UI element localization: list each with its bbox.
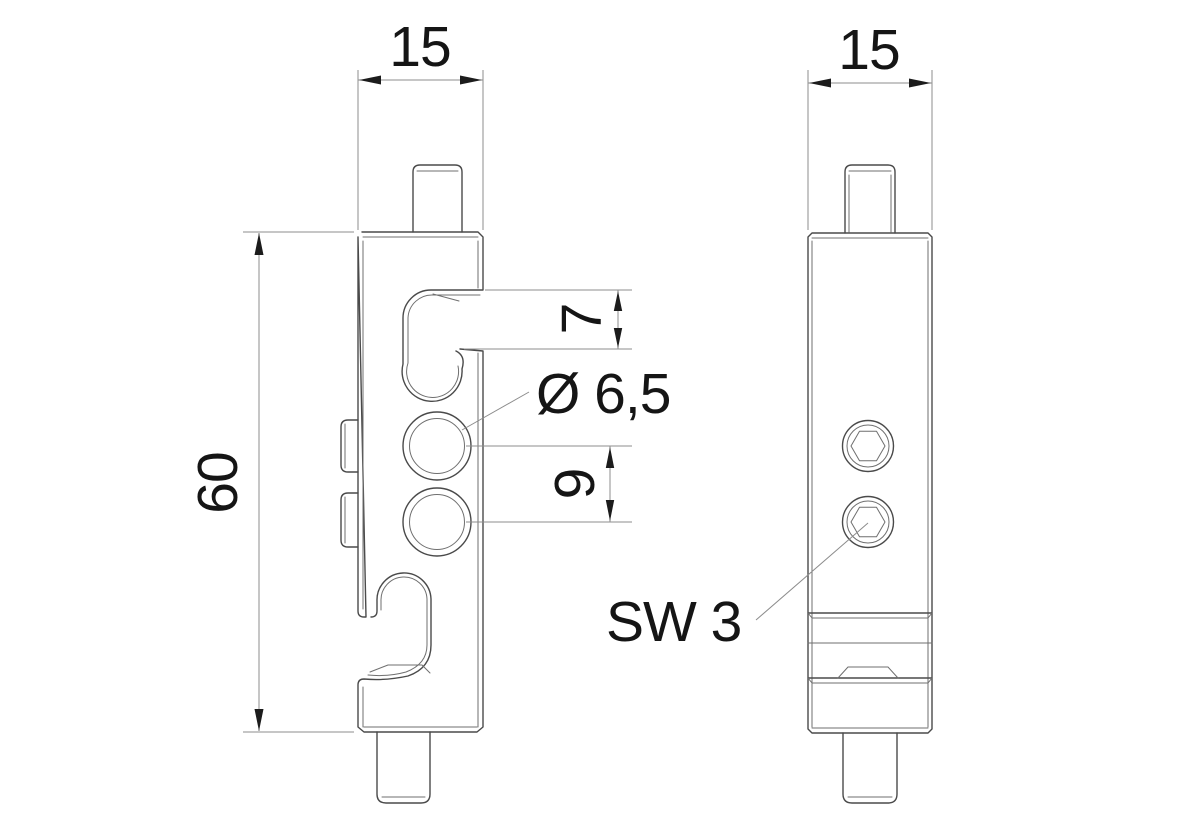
dim-label-hex-socket: SW 3 (606, 590, 741, 654)
hex-screw-upper (841, 419, 895, 473)
front-hole-upper-chamfer (402, 411, 472, 481)
side-bottom-stud (842, 732, 898, 804)
front-tab-upper (340, 419, 359, 473)
callout-hole-diameter: Ø 6,5 (461, 362, 671, 431)
front-lower-hook-detail (367, 576, 431, 677)
dim-label-height: 60 (186, 452, 250, 513)
side-top-stud-inner (848, 170, 892, 233)
callout-hex-socket: SW 3 (606, 522, 869, 654)
side-groove-lines (807, 612, 933, 684)
dim-label-side-width: 15 (838, 18, 899, 82)
front-hole-lower-chamfer (402, 487, 472, 557)
front-upper-hook-detail (406, 293, 481, 398)
dim-label-hole-diameter: Ø 6,5 (536, 362, 670, 426)
side-body-inner-edges (811, 237, 929, 729)
dim-slot-height: 7 (464, 289, 632, 350)
dim-height: 60 (186, 231, 354, 733)
front-top-stud (412, 164, 463, 233)
dim-label-slot-height: 7 (550, 304, 614, 335)
dim-front-width: 15 (357, 15, 484, 230)
side-top-stud (844, 164, 896, 234)
front-hole-lower (409, 494, 465, 550)
side-lip-trapezoid (837, 666, 899, 679)
front-view (340, 164, 484, 804)
side-body-outline (807, 232, 933, 734)
front-body-outline (357, 231, 484, 733)
front-tab-lower (340, 492, 359, 548)
hex-screw-lower (841, 495, 895, 549)
dim-side-width: 15 (807, 18, 933, 230)
hole-diameter-leader (461, 391, 530, 431)
dim-label-hole-spacing: 9 (543, 469, 607, 500)
dim-hole-spacing: 9 (466, 445, 632, 523)
front-bottom-stud (376, 731, 431, 804)
hex-socket-leader (755, 522, 869, 621)
side-view (807, 164, 933, 804)
front-body-inner-edges (362, 236, 479, 728)
dim-label-front-width: 15 (389, 15, 450, 79)
front-hole-upper (409, 418, 465, 474)
